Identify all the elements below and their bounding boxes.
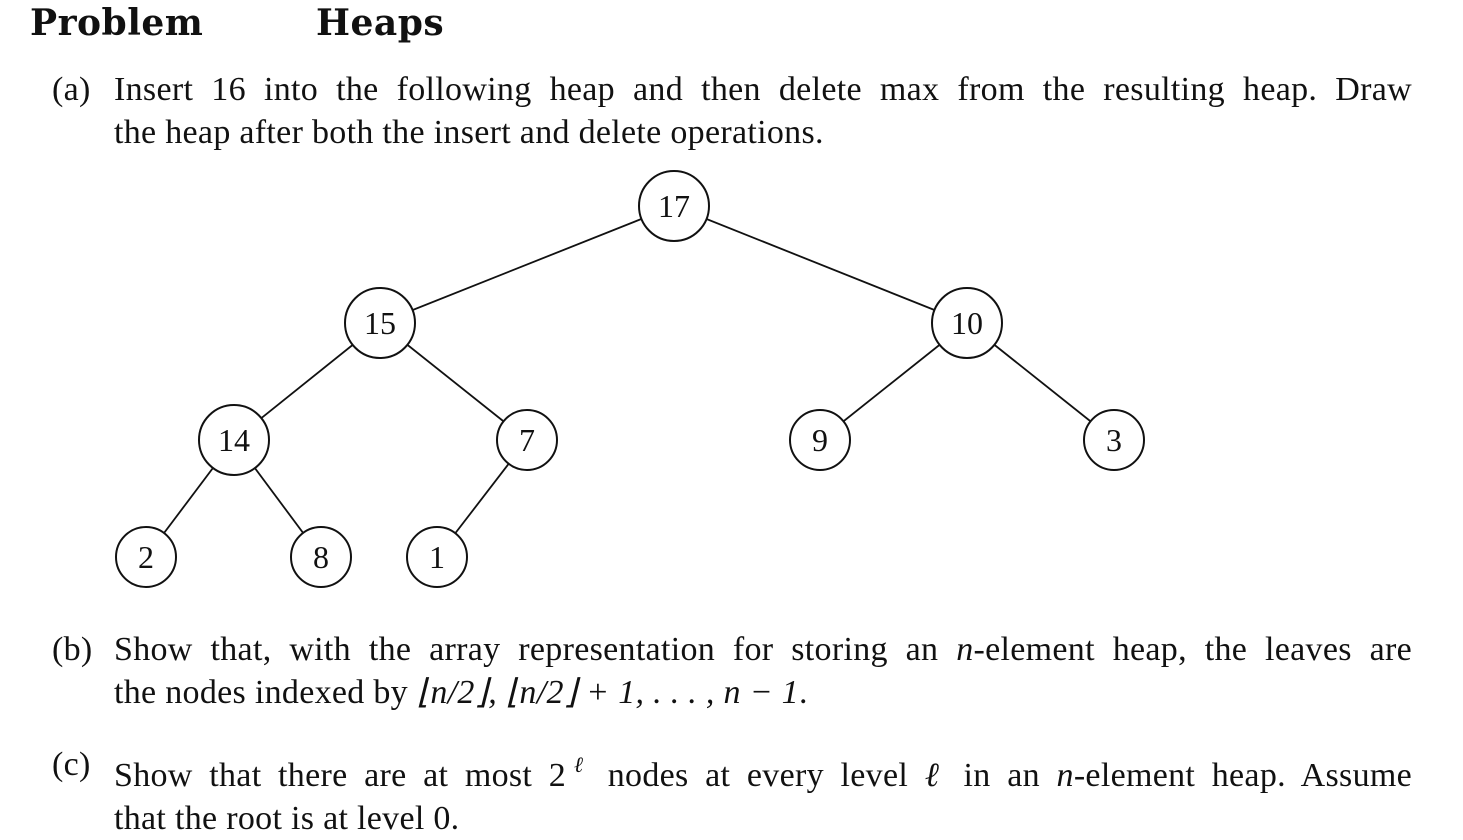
part-a-marker: (a) xyxy=(52,71,91,108)
part-b-text: Show that, with the array representation… xyxy=(114,628,1412,714)
heap-node: 3 xyxy=(1083,409,1145,471)
heap-node: 1 xyxy=(406,526,468,588)
part-b-line-1-post: -element heap, the leaves are xyxy=(973,631,1412,668)
part-c-line-2: that the root is at level 0. xyxy=(114,800,460,837)
problem-header: Problem Heaps xyxy=(30,0,730,48)
edge-15-7 xyxy=(379,322,528,441)
heap-node: 14 xyxy=(198,404,270,476)
edge-7-1 xyxy=(436,439,528,558)
edge-10-3 xyxy=(966,322,1115,441)
part-b-line-2: the nodes indexed by ⌊n/2⌋, ⌊n/2⌋ + 1, .… xyxy=(114,671,1412,714)
heap-node-value: 7 xyxy=(519,422,535,458)
part-a-text: Insert 16 into the following heap and th… xyxy=(114,68,1412,154)
edge-14-2 xyxy=(145,439,235,558)
heap-node-value: 10 xyxy=(951,305,983,341)
part-b: (b) Show that, with the array representa… xyxy=(52,628,1412,714)
part-b-marker: (b) xyxy=(52,631,93,668)
heap-edges xyxy=(145,205,1115,558)
part-c-line-1-pre: Show that there are at most 2 xyxy=(114,757,567,794)
part-c-var-level: ℓ xyxy=(924,757,947,794)
part-c-line-1-mid: nodes at every level xyxy=(591,757,925,794)
problem-label: Problem xyxy=(30,2,204,44)
part-b-index-formula: ⌊n/2⌋, ⌊n/2⌋ + 1, . . . , n − 1 xyxy=(416,674,799,711)
part-c-line-1-mid2: in an xyxy=(946,757,1057,794)
edge-10-9 xyxy=(819,322,968,441)
part-c-text: Show that there are at most 2ℓ nodes at … xyxy=(114,743,1412,840)
part-b-line-2-pre: the nodes indexed by xyxy=(114,674,417,711)
heap-node: 8 xyxy=(290,526,352,588)
part-b-line-1: Show that, with the array representation… xyxy=(114,628,1412,671)
heap-node-value: 8 xyxy=(313,539,329,575)
edge-15-14 xyxy=(233,322,381,441)
heap-node-value: 17 xyxy=(658,188,690,224)
heap-node-value: 2 xyxy=(138,539,154,575)
part-c-marker: (c) xyxy=(52,746,91,783)
part-c: (c) Show that there are at most 2ℓ nodes… xyxy=(52,743,1412,840)
part-c-var-n: n xyxy=(1056,757,1074,794)
part-c-line-1: Show that there are at most 2ℓ nodes at … xyxy=(114,743,1412,797)
heap-node: 2 xyxy=(115,526,177,588)
part-b-line-1-pre: Show that, with the array representation… xyxy=(114,631,957,668)
heap-node: 10 xyxy=(931,287,1003,359)
heap-nodes: 17 15 10 14 7 9 3 2 xyxy=(115,170,1145,588)
part-c-line-1-post: -element heap. Assume xyxy=(1073,757,1413,794)
edge-17-10 xyxy=(673,205,968,324)
heap-node: 17 xyxy=(638,170,710,242)
heap-node: 15 xyxy=(344,287,416,359)
heap-node-value: 15 xyxy=(364,305,396,341)
heap-node-value: 1 xyxy=(429,539,445,575)
edge-14-8 xyxy=(233,439,322,558)
problem-topic: Heaps xyxy=(316,2,445,44)
heap-node-value: 14 xyxy=(218,422,250,458)
part-a-line-1: Insert 16 into the following heap and th… xyxy=(114,71,1412,108)
heap-node: 9 xyxy=(789,409,851,471)
part-a: (a) Insert 16 into the following heap an… xyxy=(52,68,1412,154)
heap-node-value: 3 xyxy=(1106,422,1122,458)
heap-node-value: 9 xyxy=(812,422,828,458)
part-a-line-2: the heap after both the insert and delet… xyxy=(114,114,824,151)
part-c-exponent: ℓ xyxy=(566,752,592,777)
edge-17-15 xyxy=(379,205,675,324)
heap-node: 7 xyxy=(496,409,558,471)
part-b-var-n: n xyxy=(956,631,974,668)
part-b-line-2-post: . xyxy=(798,674,808,711)
